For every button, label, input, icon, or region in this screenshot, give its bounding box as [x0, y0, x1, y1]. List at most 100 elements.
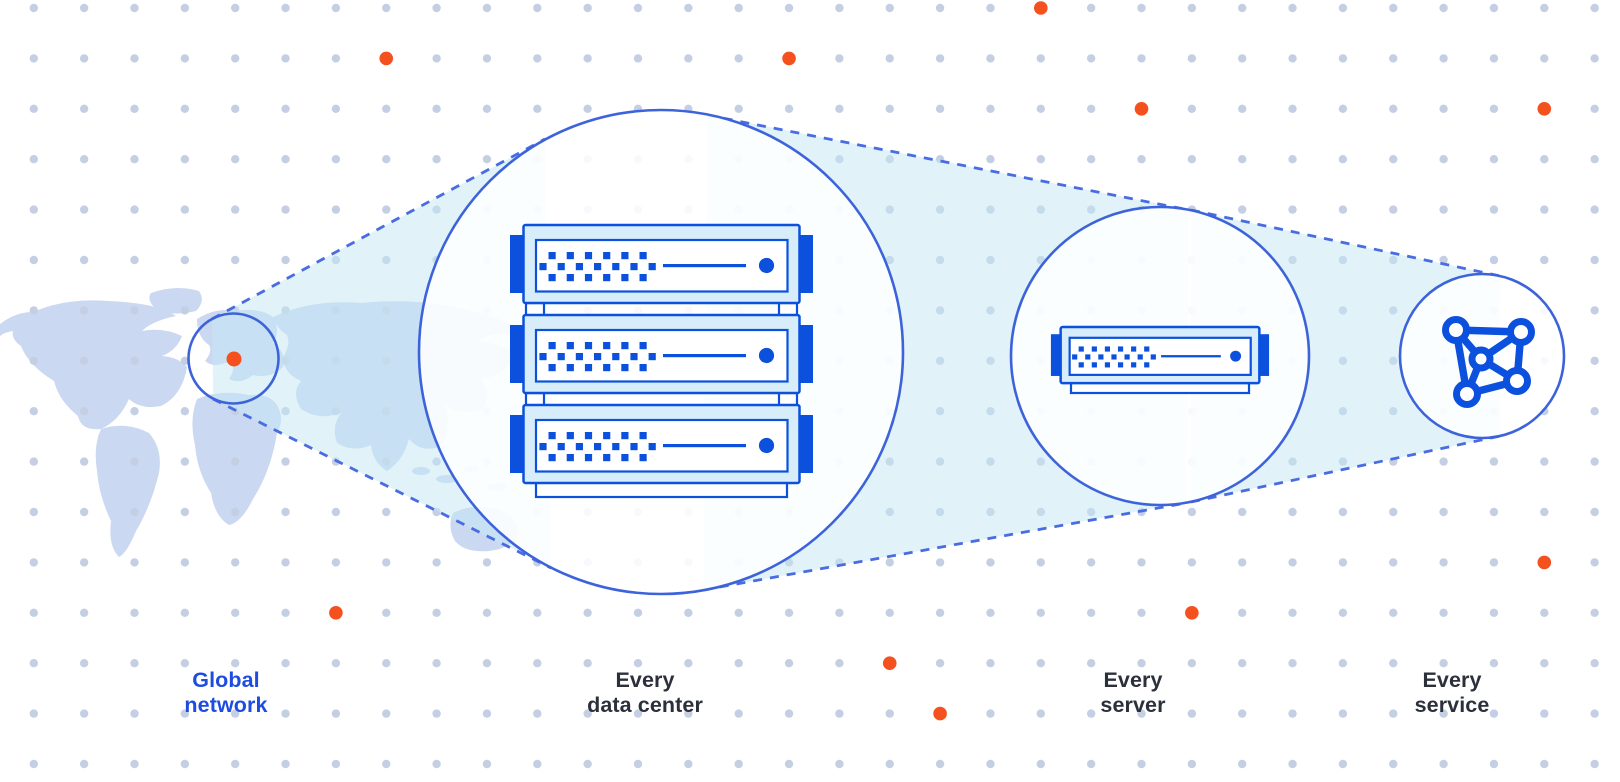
vent-pixel	[548, 342, 556, 350]
grid-dot	[331, 54, 341, 63]
grid-dot	[180, 659, 190, 668]
grid-dot	[29, 759, 38, 769]
grid-dot	[1288, 709, 1297, 718]
grid-dot	[29, 659, 38, 668]
grid-dot	[734, 54, 743, 63]
grid-dot	[986, 759, 995, 769]
grid-dot	[533, 3, 542, 13]
grid-dot	[784, 709, 794, 718]
grid-dot	[130, 407, 139, 416]
grid-dot	[231, 659, 240, 668]
grid-dot	[130, 205, 139, 214]
grid-dot	[1489, 608, 1499, 617]
label-global-network: Global network	[184, 668, 267, 718]
grid-dot	[1489, 709, 1499, 718]
grid-dot	[1540, 507, 1549, 517]
grid-dot	[935, 3, 945, 13]
grid-dot	[1489, 558, 1499, 567]
grid-dot	[180, 709, 190, 718]
grid-dot	[583, 608, 592, 617]
grid-dot	[1137, 54, 1146, 63]
grid-dot	[1540, 155, 1549, 164]
grid-dot	[1137, 608, 1146, 617]
grid-dot	[1187, 155, 1197, 164]
grid-dot	[1086, 54, 1096, 63]
grid-dot	[79, 709, 89, 718]
grid-dot	[1036, 608, 1046, 617]
grid-dot	[231, 3, 240, 13]
grid-dot	[734, 759, 743, 769]
grid-dot	[1036, 759, 1046, 769]
panel-slot-line	[663, 264, 746, 268]
vent-pixel	[1150, 354, 1156, 360]
grid-dot	[986, 608, 995, 617]
vent-pixel	[630, 353, 638, 361]
vent-pixel	[1104, 346, 1111, 352]
grid-dot	[1086, 709, 1096, 718]
grid-dot	[1489, 255, 1499, 265]
graph-node	[1503, 367, 1531, 395]
vent-pixel	[1137, 354, 1143, 360]
grid-dot	[986, 659, 995, 668]
grid-dot	[784, 759, 794, 769]
grid-dot	[1389, 104, 1398, 114]
grid-dot	[784, 659, 794, 668]
grid-dot	[935, 104, 945, 114]
server-ear	[510, 325, 524, 383]
grid-dot	[432, 659, 441, 668]
dashed-line	[1190, 208, 1501, 278]
grid-dot	[130, 608, 139, 617]
orange-accent-dot	[329, 606, 343, 620]
grid-dot	[180, 407, 190, 416]
grid-dot	[130, 155, 139, 164]
grid-dot	[1590, 407, 1599, 416]
vent-pixel	[612, 353, 620, 361]
grid-dot	[1187, 507, 1197, 517]
vent-pixel	[1091, 346, 1097, 352]
graph-node	[1453, 380, 1481, 408]
grid-dot	[1338, 608, 1348, 617]
grid-dot	[1389, 155, 1398, 164]
grid-dot	[1439, 457, 1448, 466]
grid-dot	[180, 104, 190, 114]
grid-dot	[1187, 759, 1197, 769]
vent-pixel	[584, 432, 593, 440]
grid-dot	[533, 54, 542, 63]
grid-dot	[1489, 155, 1499, 164]
grid-dot	[482, 659, 492, 668]
vent-pixel	[648, 443, 656, 451]
vent-pixel	[539, 353, 547, 361]
vent-pixel	[1078, 362, 1084, 368]
grid-dot	[1187, 104, 1197, 114]
grid-dot	[986, 104, 995, 114]
vent-pixel	[603, 274, 611, 282]
grid-dot	[1590, 507, 1599, 517]
grid-dot	[1590, 759, 1599, 769]
vent-pixel	[1144, 346, 1150, 352]
grid-dot	[130, 709, 139, 718]
grid-dot	[331, 205, 341, 214]
grid-dot	[29, 507, 38, 517]
grid-dot	[1238, 558, 1247, 567]
orange-accent-dot	[1537, 555, 1552, 570]
grid-dot	[684, 54, 693, 63]
grid-dot	[79, 3, 89, 13]
grid-dot	[231, 104, 240, 114]
vent-pixel	[566, 454, 574, 462]
grid-dot	[835, 709, 844, 718]
orange-accent-dot	[933, 706, 947, 721]
grid-dot	[331, 155, 341, 164]
grid-dot	[885, 759, 894, 769]
grid-dot	[331, 3, 341, 13]
grid-dot	[432, 104, 441, 114]
server-ear	[1259, 334, 1270, 376]
grid-dot	[231, 507, 240, 517]
grid-dot	[633, 759, 643, 769]
grid-dot	[1238, 659, 1247, 668]
grid-dot	[1137, 155, 1146, 164]
vent-pixel	[594, 353, 602, 361]
grid-dot	[1288, 3, 1297, 13]
grid-dot	[130, 255, 139, 265]
grid-dot	[835, 659, 844, 668]
grid-dot	[1590, 356, 1599, 365]
